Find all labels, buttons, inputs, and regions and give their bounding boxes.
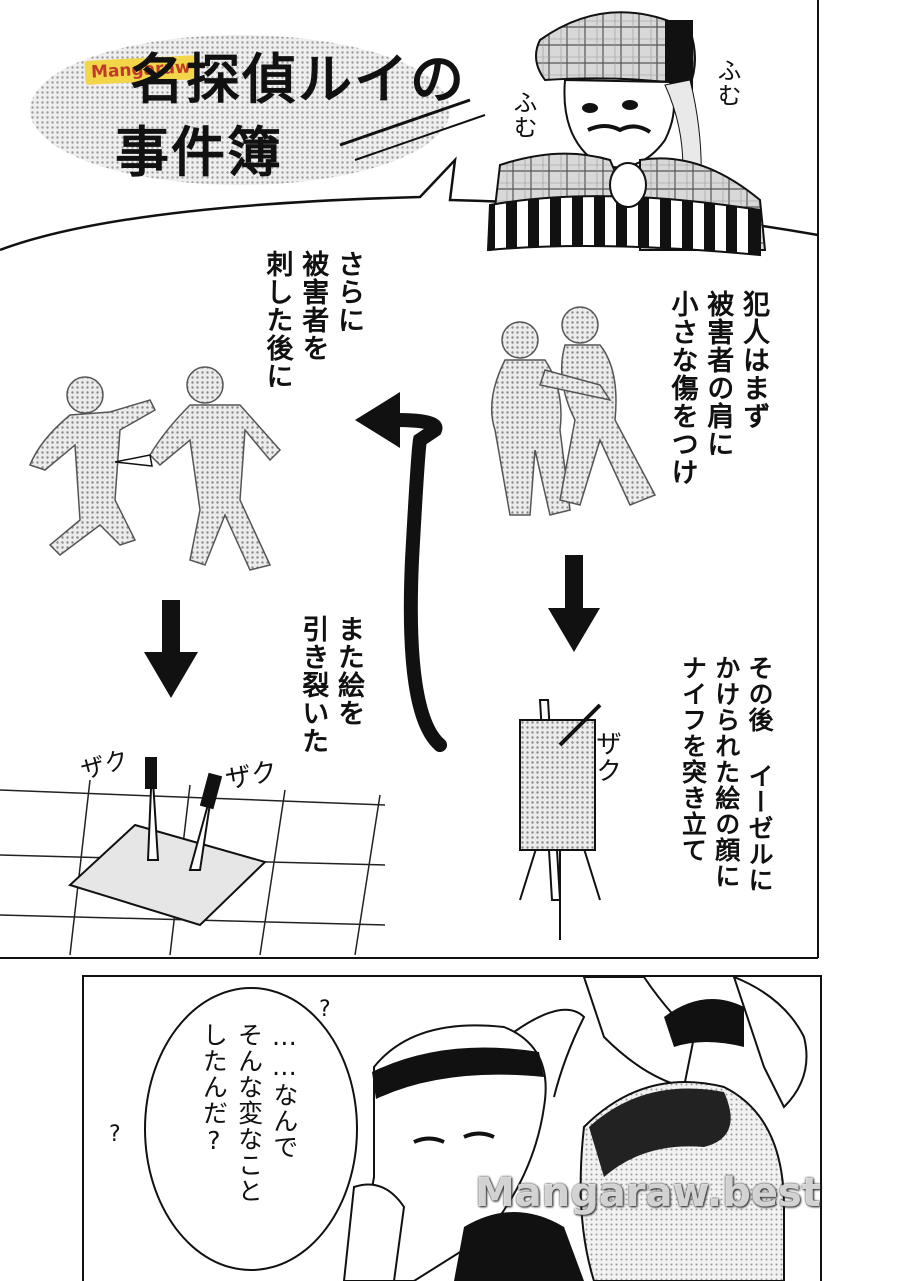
torn-canvas xyxy=(68,757,267,927)
sfx-fumu-left: ふむ xyxy=(509,90,537,140)
watermark: Mangaraw.best xyxy=(475,1170,821,1216)
caption-step3: さらに 被害者を 刺した後に xyxy=(255,250,365,400)
step1-figures xyxy=(490,306,657,516)
caption-step2-line2: かけられた絵の顔に xyxy=(711,655,741,889)
speech-text: ……なんで そんな変なこと したんだ? xyxy=(164,1022,334,1252)
easel xyxy=(519,699,602,940)
speech-line-2: そんな変なこと xyxy=(234,1022,264,1204)
caption-step1-line2: 被害者の肩に xyxy=(702,290,734,458)
sfx-fumu-right: ふむ xyxy=(713,58,741,108)
step3-figures xyxy=(29,366,282,571)
caption-step3-line3: 刺した後に xyxy=(261,250,293,390)
speech-line-3: したんだ? xyxy=(199,1022,229,1156)
arrow-down-left xyxy=(144,600,198,698)
caption-step2-line1: その後 イーゼルに xyxy=(745,655,774,893)
bottom-panel: ……なんで そんな変なこと したんだ? ? ? xyxy=(82,975,822,1281)
caption-step2: その後 イーゼルに かけられた絵の顔に ナイフを突き立て xyxy=(665,655,775,895)
caption-step3-line2: 被害者を xyxy=(297,250,329,362)
caption-step4-line2: 引き裂いた xyxy=(297,615,329,755)
title-line-1: 名探偵ルイの xyxy=(130,47,466,111)
top-panel-art xyxy=(0,0,819,959)
caption-step2-line3: ナイフを突き立て xyxy=(678,655,708,863)
speech-balloon xyxy=(144,987,358,1271)
arrow-curved-up xyxy=(388,413,447,752)
sfx-question-1: ? xyxy=(319,997,331,1022)
sfx-zaku-easel: ザク xyxy=(591,730,622,784)
caption-step1: 犯人はまず 被害者の肩に 小さな傷をつけ xyxy=(660,290,770,490)
caption-step4-line1: また絵を xyxy=(333,615,364,727)
bottom-panel-art xyxy=(342,977,808,1281)
arrow-down-right xyxy=(548,555,600,652)
caption-step4: また絵を 引き裂いた xyxy=(285,615,365,765)
detective-figure xyxy=(486,11,767,257)
caption-step1-line1: 犯人はまず xyxy=(738,290,769,430)
speech-line-1: ……なんで xyxy=(269,1022,299,1160)
caption-step3-line1: さらに xyxy=(333,250,364,334)
caption-step1-line3: 小さな傷をつけ xyxy=(666,290,698,486)
sfx-question-2: ? xyxy=(109,1122,121,1147)
title-line-2: 事件簿 xyxy=(115,120,283,184)
